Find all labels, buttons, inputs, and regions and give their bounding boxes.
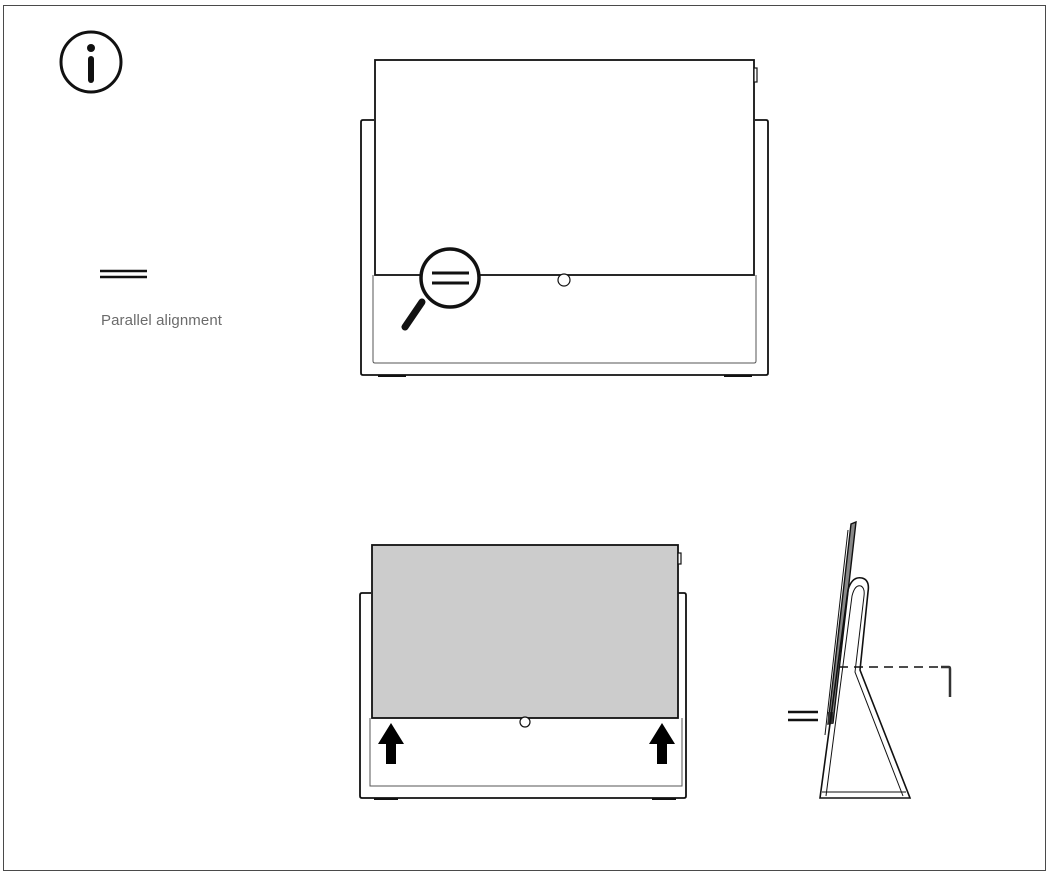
figure-1-front-view	[360, 59, 769, 377]
info-icon	[59, 30, 123, 94]
camera-dot	[519, 716, 531, 728]
legend-label: Parallel alignment	[101, 312, 223, 329]
hex-key-icon	[941, 665, 952, 697]
up-arrow-icon	[649, 723, 675, 764]
figure-3-side-view	[788, 520, 952, 799]
parallel-equals-symbol	[100, 269, 147, 279]
parallel-equals-symbol	[788, 710, 818, 722]
up-arrow-icon	[378, 723, 404, 764]
figure-2-front-view-lift	[359, 544, 687, 800]
magnifier-icon	[401, 247, 481, 331]
camera-dot	[557, 273, 571, 287]
page-frame	[3, 5, 1046, 871]
